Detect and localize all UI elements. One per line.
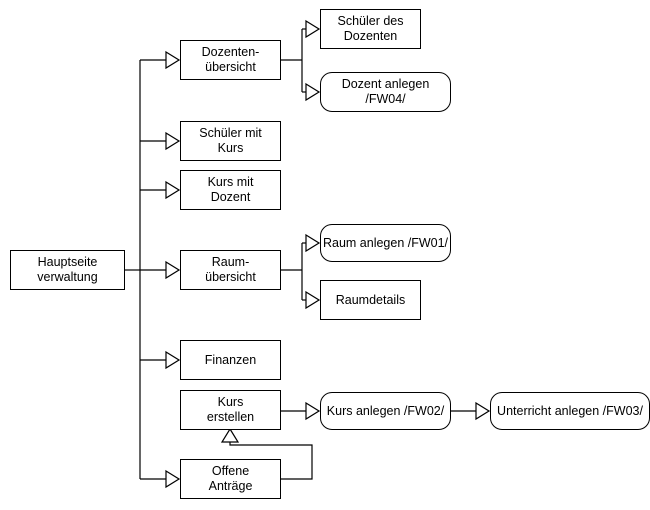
arrowheads [165,19,491,489]
arrowhead-raum-anlegen [305,233,321,253]
arrowhead-kurs-anlegen [305,401,321,421]
arrowhead-schueler-des-dozenten [305,19,321,39]
arrowhead-dozent-anlegen [305,82,321,102]
arrowhead-offene-antraege [165,469,181,489]
arrowhead-raumuebersicht [165,260,181,280]
arrowhead-schueler-mit-kurs [165,131,181,151]
arrowhead-kurs-mit-dozent [165,180,181,200]
node-kurs-anlegen-fw02[interactable]: Kurs anlegen /FW02/ [320,392,451,430]
node-raum-uebersicht[interactable]: Raum- übersicht [180,250,281,290]
node-kurs-erstellen[interactable]: Kurs erstellen [180,390,281,430]
arrowhead-kurs-erstellen [220,427,240,443]
node-unterricht-anlegen-fw03[interactable]: Unterricht anlegen /FW03/ [490,392,650,430]
node-schueler-mit-kurs[interactable]: Schüler mit Kurs [180,121,281,161]
node-raumdetails[interactable]: Raumdetails [320,280,421,320]
node-dozent-anlegen-fw04[interactable]: Dozent anlegen /FW04/ [320,72,451,112]
node-dozenten-uebersicht[interactable]: Dozenten- übersicht [180,40,281,80]
arrowhead-dozentenuebersicht [165,50,181,70]
node-raum-anlegen-fw01[interactable]: Raum anlegen /FW01/ [320,224,451,262]
node-hauptseite-verwaltung[interactable]: Hauptseite verwaltung [10,250,125,290]
edge-offene-antraege-to-kurs-erstellen [229,440,313,480]
node-schueler-des-dozenten[interactable]: Schüler des Dozenten [320,9,421,49]
node-offene-antraege[interactable]: Offene Anträge [180,459,281,499]
arrowhead-finanzen [165,350,181,370]
node-kurs-mit-dozent[interactable]: Kurs mit Dozent [180,170,281,210]
node-finanzen[interactable]: Finanzen [180,340,281,380]
arrowhead-unterricht-anlegen [475,401,491,421]
arrowhead-raumdetails [305,290,321,310]
